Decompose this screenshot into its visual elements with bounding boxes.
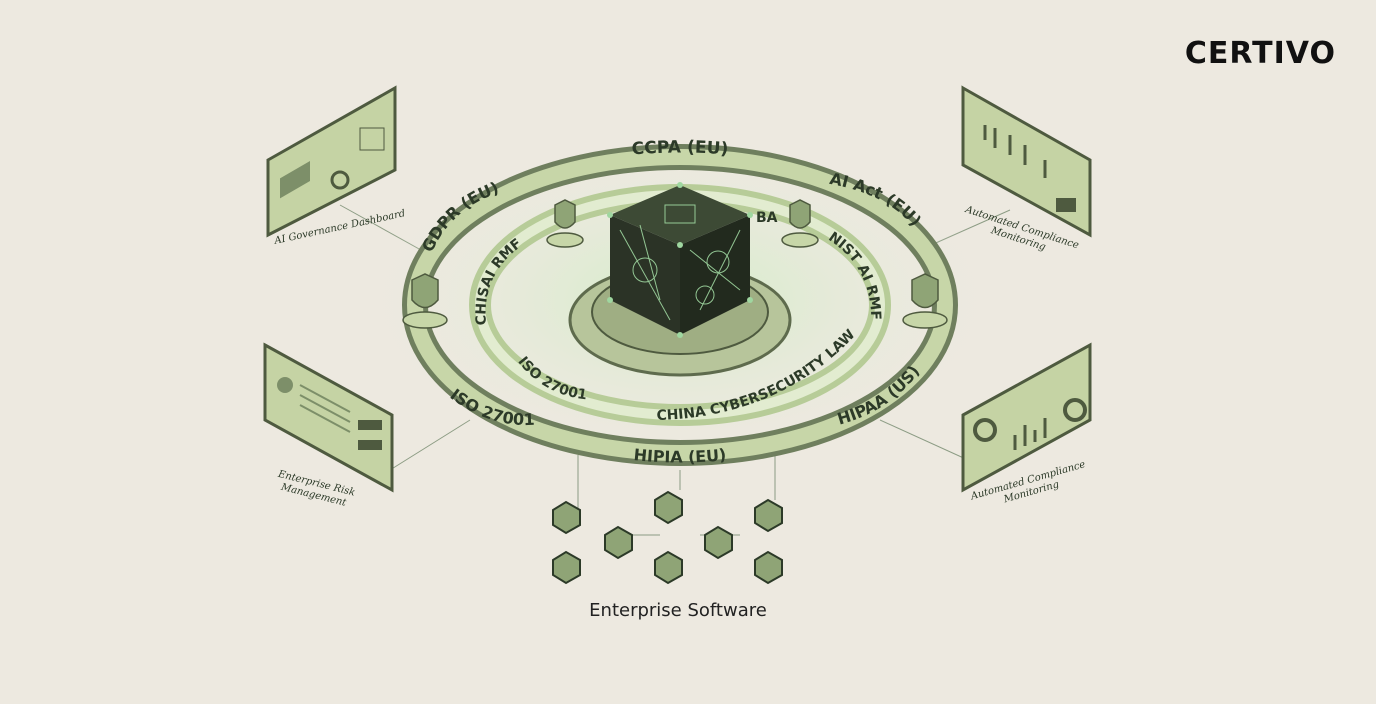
module-hex bbox=[552, 500, 581, 535]
panel-top-right bbox=[961, 85, 1092, 238]
module-hex bbox=[754, 498, 783, 533]
module-hex bbox=[604, 525, 633, 560]
cube bbox=[607, 182, 753, 338]
panel-bottom-left bbox=[263, 342, 394, 493]
shield-icon bbox=[781, 199, 819, 248]
shield-icons bbox=[402, 199, 948, 329]
certivo-logo: CERTIVO bbox=[1184, 36, 1336, 71]
module-hex bbox=[552, 550, 581, 585]
ring-label-ccpa: CCPA (EU) bbox=[631, 137, 729, 159]
shield-icon bbox=[546, 199, 584, 248]
caption-enterprise-software: Enterprise Software bbox=[589, 600, 767, 621]
module-hex bbox=[654, 490, 683, 525]
outer-ring-inner bbox=[407, 149, 953, 461]
shield-icon bbox=[402, 273, 448, 329]
module-hex bbox=[654, 550, 683, 585]
ring-label-hipia: HIPIA (EU) bbox=[633, 445, 727, 467]
shield-icon bbox=[902, 273, 948, 329]
software-modules bbox=[552, 490, 783, 585]
panel-bottom-right bbox=[961, 342, 1092, 493]
module-hex bbox=[704, 525, 733, 560]
module-hex bbox=[754, 550, 783, 585]
panel-top-left bbox=[266, 85, 397, 238]
ring-label-partial: BA bbox=[756, 210, 778, 226]
